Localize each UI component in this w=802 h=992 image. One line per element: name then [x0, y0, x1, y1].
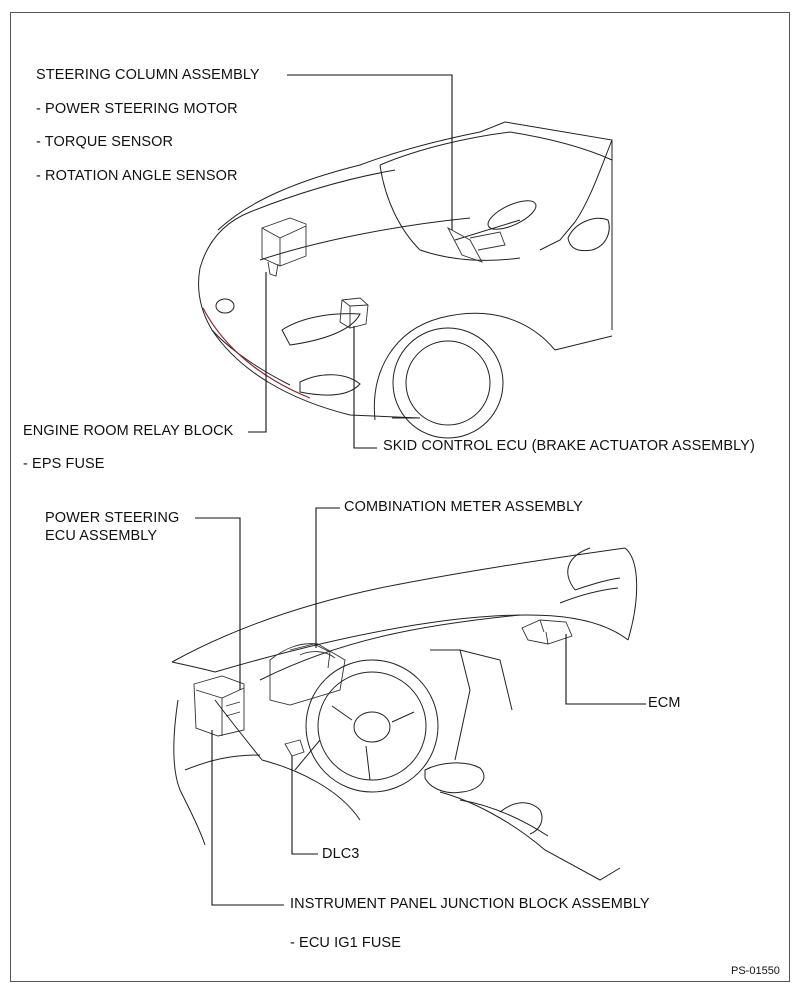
figure-code: PS-01550 [731, 965, 780, 977]
label-combination-meter-assembly: COMBINATION METER ASSEMBLY [344, 499, 583, 515]
label-power-steering-motor: - POWER STEERING MOTOR [36, 101, 238, 117]
label-eps-fuse: - EPS FUSE [23, 456, 105, 472]
leader-engine-room-relay [248, 272, 267, 433]
top-leader-lines [248, 74, 453, 449]
car-front-illustration [198, 121, 613, 439]
label-skid-control-ecu: SKID CONTROL ECU (BRAKE ACTUATOR ASSEMBL… [383, 438, 755, 454]
label-ecm: ECM [648, 695, 681, 711]
leader-steering-column [287, 74, 453, 230]
label-power-steering-ecu-line2: ECU ASSEMBLY [45, 528, 158, 544]
leader-skid-control [353, 326, 377, 449]
leader-power-steering-ecu [195, 517, 241, 690]
dashboard-illustration [171, 547, 638, 881]
label-power-steering-ecu-line1: POWER STEERING [45, 510, 180, 526]
label-rotation-angle-sensor: - ROTATION ANGLE SENSOR [36, 168, 238, 184]
label-ecu-ig1-fuse: - ECU IG1 FUSE [290, 935, 401, 951]
label-torque-sensor: - TORQUE SENSOR [36, 134, 174, 150]
label-engine-room-relay-block: ENGINE ROOM RELAY BLOCK [23, 423, 234, 439]
label-dlc3: DLC3 [322, 846, 360, 862]
label-steering-column-assembly: STEERING COLUMN ASSEMBLY [36, 67, 260, 83]
bottom-leader-lines [195, 507, 646, 906]
leader-combination-meter [315, 507, 340, 648]
leader-dlc3 [291, 756, 318, 855]
figure-frame [10, 12, 790, 982]
label-instrument-panel-junction-block: INSTRUMENT PANEL JUNCTION BLOCK ASSEMBLY [290, 896, 650, 912]
leader-ecm [565, 634, 646, 705]
leader-instrument-panel-jb [211, 730, 284, 906]
